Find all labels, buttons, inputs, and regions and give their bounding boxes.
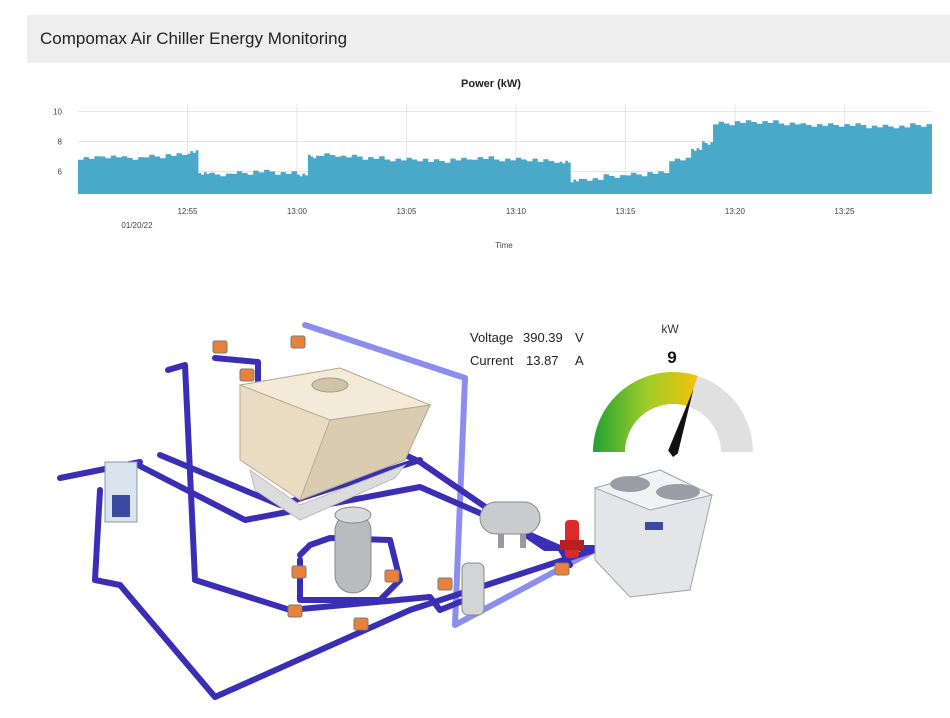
valve: [353, 617, 369, 631]
y-tick-label: 8: [58, 138, 63, 147]
valve: [291, 565, 307, 579]
valve: [437, 577, 453, 591]
valve: [554, 562, 570, 576]
x-axis-ticks: 12:55 13:00 13:05 13:10 13:15 13:20 13:25: [177, 207, 854, 216]
power-area: [78, 120, 932, 194]
gauge-fill: [593, 371, 698, 452]
buffer-tank: [334, 506, 372, 594]
valve: [287, 604, 303, 618]
valve: [212, 340, 228, 354]
pump: [560, 520, 584, 558]
power-chart[interactable]: Power (kW) 6 8 10 12:55 13:00 13:05 13:10 13:1…: [0, 66, 950, 256]
gauge-value: 9: [667, 348, 676, 367]
valve: [384, 569, 400, 583]
air-handling-unit: [238, 367, 432, 521]
x-tick-label: 13:00: [287, 207, 308, 216]
filter-unit: [104, 461, 138, 523]
page-title: Compomax Air Chiller Energy Monitoring: [40, 29, 348, 48]
valve: [290, 335, 306, 349]
x-tick-label: 13:20: [725, 207, 746, 216]
separator-vessel: [461, 562, 485, 616]
chart-title: Power (kW): [461, 78, 521, 90]
pipe-loop-mid: [137, 463, 573, 568]
condenser-unit: [593, 469, 714, 598]
x-tick-label: 13:10: [506, 207, 527, 216]
pipe-loop-bottom: [92, 487, 603, 700]
chiller-system-diagram: [57, 322, 714, 700]
y-axis-ticks: 6 8 10: [53, 108, 62, 177]
gauge-needle: [668, 389, 694, 457]
gauge-unit: kW: [661, 322, 679, 336]
x-axis-label: Time: [495, 241, 513, 250]
chart-area-series: [78, 120, 932, 194]
x-date-label: 01/20/22: [121, 221, 153, 230]
y-tick-label: 6: [58, 168, 63, 177]
y-tick-label: 10: [53, 108, 62, 117]
valve: [239, 368, 255, 382]
page-header: Compomax Air Chiller Energy Monitoring: [27, 15, 950, 63]
x-tick-label: 12:55: [177, 207, 198, 216]
receiver-tank: [479, 501, 541, 548]
x-tick-label: 13:25: [834, 207, 855, 216]
power-gauge: kW 9: [593, 322, 753, 457]
x-tick-label: 13:05: [396, 207, 417, 216]
pipe-tank-loop: [297, 535, 403, 603]
x-tick-label: 13:15: [615, 207, 636, 216]
